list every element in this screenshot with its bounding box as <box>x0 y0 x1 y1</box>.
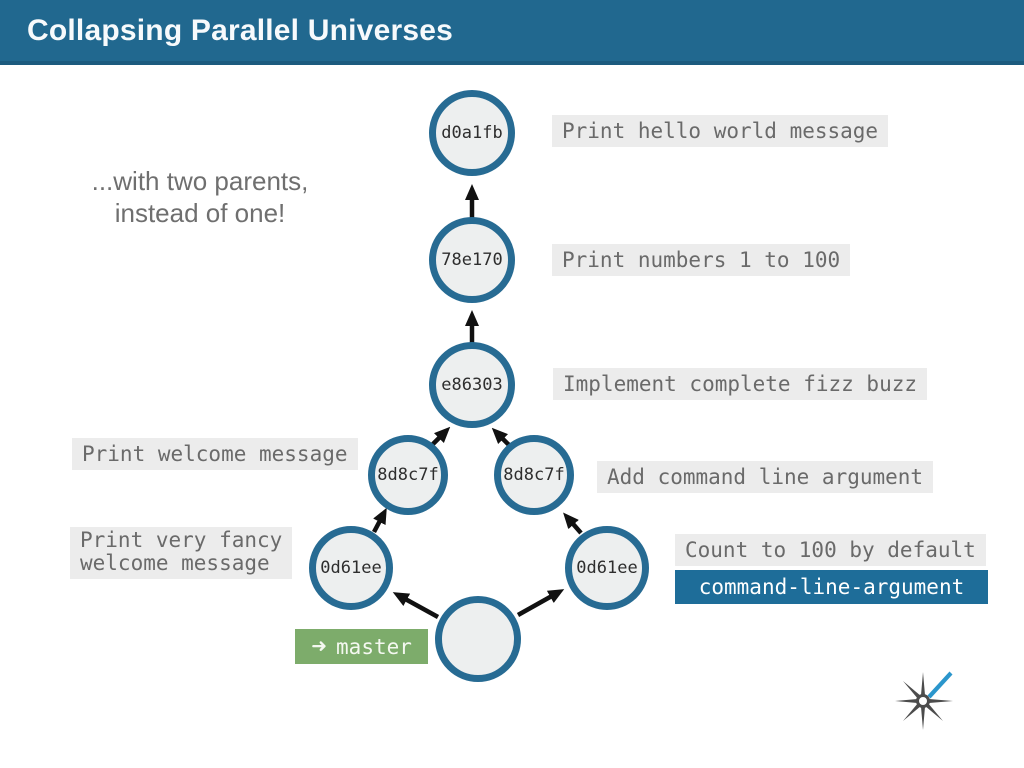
commit-node-merge-empty <box>435 596 521 682</box>
head-arrow-icon: ➜ <box>311 635 328 657</box>
commit-node-8d8c7f-left: 8d8c7f <box>368 435 448 515</box>
commit-message-label: Print numbers 1 to 100 <box>552 244 851 276</box>
commit-message-label: Add command line argument <box>597 461 934 493</box>
commit-node-0d61ee-right: 0d61ee <box>565 526 649 610</box>
note-line: instead of one! <box>114 197 286 228</box>
commit-node-e86303: e86303 <box>429 342 515 428</box>
commit-hash: 8d8c7f <box>503 465 565 485</box>
branch-name: master <box>336 634 412 659</box>
commit-message-label: Print hello world message <box>552 115 889 147</box>
commit-node-8d8c7f-right: 8d8c7f <box>494 435 574 515</box>
slide-title: Collapsing Parallel Universes <box>27 13 453 47</box>
commit-hash: 0d61ee <box>576 558 638 578</box>
commit-message-label: Print very fancy welcome message <box>70 527 293 579</box>
branch-badge-command-line-argument: command-line-argument <box>675 570 988 604</box>
commit-hash: d0a1fb <box>441 123 503 143</box>
commit-message-line: welcome message <box>80 551 270 575</box>
commit-message-line: Print very fancy <box>80 528 283 552</box>
slide-header: Collapsing Parallel Universes <box>0 0 1024 65</box>
commit-message-label: Implement complete fizz buzz <box>553 368 928 400</box>
spark-logo-icon <box>895 671 953 730</box>
note-two-parents: ...with two parents, instead of one! <box>60 166 340 229</box>
commit-hash: 78e170 <box>441 250 503 270</box>
commit-node-d0a1fb: d0a1fb <box>429 90 515 176</box>
commit-message-label: Print welcome message <box>72 438 358 470</box>
note-line: ...with two parents, <box>91 166 309 196</box>
commit-hash: 0d61ee <box>320 558 382 578</box>
commit-node-78e170: 78e170 <box>429 217 515 303</box>
commit-hash: 8d8c7f <box>377 465 439 485</box>
commit-hash: e86303 <box>441 375 503 395</box>
branch-badge-master: ➜ master <box>295 629 428 664</box>
commit-node-0d61ee-left: 0d61ee <box>309 526 393 610</box>
commit-message-label: Count to 100 by default <box>675 534 986 566</box>
